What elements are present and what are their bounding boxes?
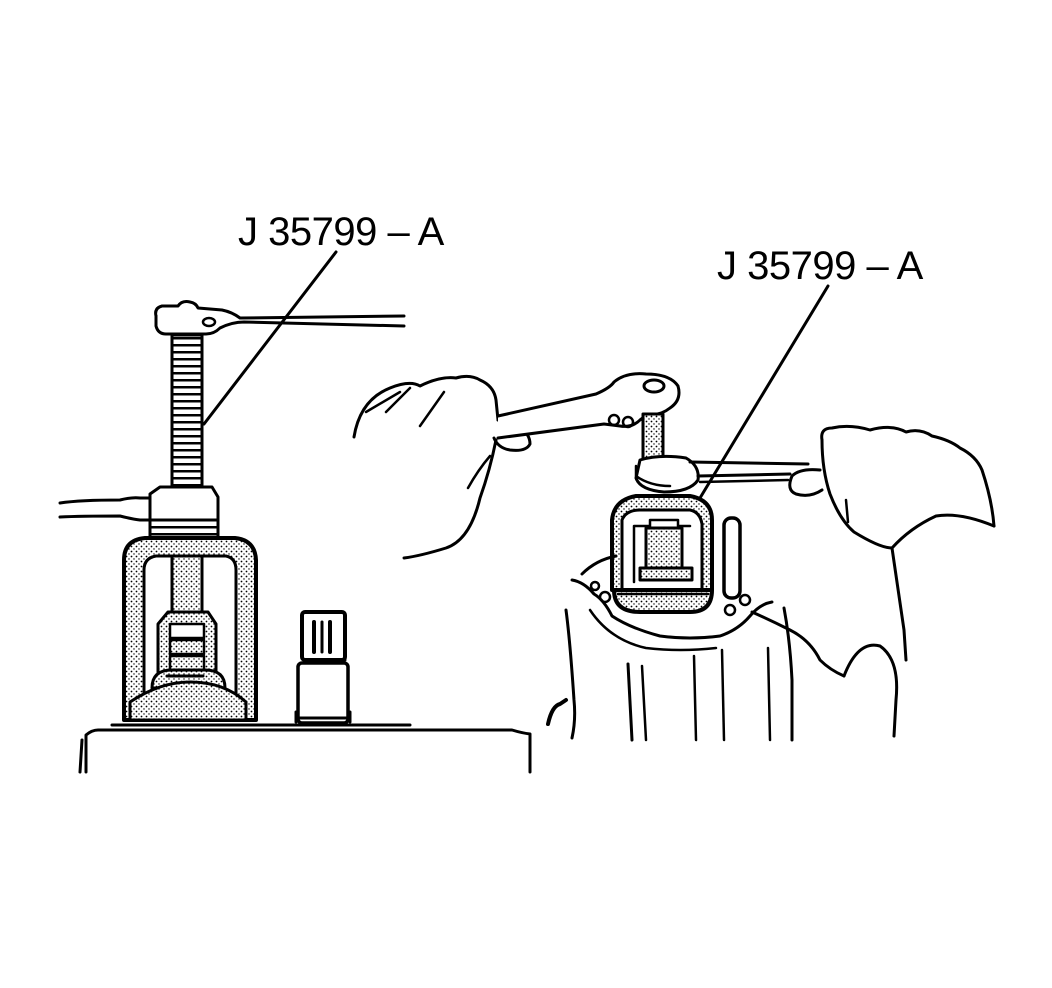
left-housing <box>78 723 532 774</box>
right-wrench-icon <box>634 454 810 494</box>
left-assembly <box>58 250 532 774</box>
right-hand <box>750 424 996 738</box>
left-callout-leader <box>202 250 338 426</box>
callout-label-right: J 35799 – A <box>717 244 923 288</box>
top-wrench-icon <box>154 300 406 336</box>
adjustable-wrench-icon <box>496 372 681 440</box>
callout-label-left: J 35799 – A <box>238 210 444 254</box>
guide-pin <box>722 516 742 600</box>
right-puller-body <box>610 494 714 614</box>
lower-wrench-icon <box>58 485 220 540</box>
left-puller-body <box>122 536 258 722</box>
forcing-screw <box>170 333 204 492</box>
right-assembly <box>352 284 996 742</box>
splined-shaft <box>294 610 352 725</box>
right-callout-leader <box>698 284 830 500</box>
extension-housing <box>546 554 794 742</box>
left-hand <box>352 374 532 560</box>
